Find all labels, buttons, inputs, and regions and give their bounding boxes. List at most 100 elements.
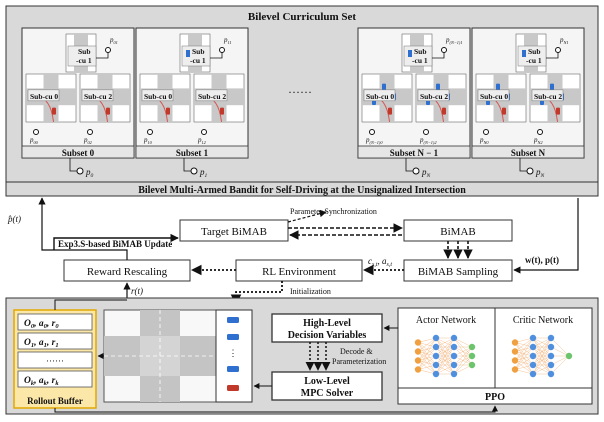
ppo-label: PPO bbox=[485, 392, 505, 403]
actor-node-3-1 bbox=[468, 352, 476, 360]
subset-2-left-car-1 bbox=[382, 83, 386, 91]
subset-3-top-wire bbox=[546, 52, 559, 59]
subset-2-label-bar bbox=[357, 145, 471, 159]
critic-edge-2-4-0 bbox=[550, 355, 570, 375]
svg-text:⋮: ⋮ bbox=[229, 348, 238, 358]
critic-node-2-2 bbox=[547, 352, 555, 360]
buffer-row-2 bbox=[17, 351, 93, 369]
critic-node-2-0 bbox=[547, 334, 555, 342]
param-sync-arrow bbox=[287, 210, 327, 223]
subset-2-top: Sub-cu 1p(N−1)1 bbox=[401, 33, 463, 73]
critic-edge-1-3-0 bbox=[532, 337, 552, 366]
subset-2-right-car-1 bbox=[436, 83, 440, 91]
intersection-sim: ⋮ bbox=[103, 309, 253, 403]
actor-edge-2-4-1 bbox=[453, 355, 473, 375]
subset-1-top-p: p11 bbox=[223, 36, 232, 45]
critic-edge-0-2-0 bbox=[514, 337, 534, 361]
subset-3-right-car-1 bbox=[550, 83, 554, 91]
subset-2-top-p: p(N−1)1 bbox=[445, 36, 463, 45]
critic-node-2-3 bbox=[547, 361, 555, 369]
decode-line2: Parameterization bbox=[332, 357, 386, 366]
exp3-label: Exp3.S-based BiMAB Update bbox=[58, 239, 172, 249]
buffer-to-rt-line bbox=[54, 299, 127, 310]
actor-node-1-3 bbox=[432, 361, 440, 369]
buffer-title: Rollout Buffer bbox=[27, 396, 83, 406]
subset-1-right-car-0 bbox=[220, 107, 224, 115]
subset-1-label: Subset 1 bbox=[176, 148, 209, 158]
init-label: Initialization bbox=[290, 287, 331, 296]
subset-1-right-label: Sub-cu 2 bbox=[198, 92, 226, 101]
subset-1-top-car bbox=[186, 50, 190, 57]
subset-2-p-wire bbox=[405, 158, 413, 172]
critic-edge-0-3-1 bbox=[514, 346, 534, 370]
actor-edge-1-4-3 bbox=[435, 364, 455, 375]
critic-edge-1-4-2 bbox=[532, 355, 552, 375]
subset-3-left-label: Sub-cu 0 bbox=[480, 92, 508, 101]
actor-edge-2-4-0 bbox=[453, 346, 473, 375]
actor-edge-2-4-2 bbox=[453, 364, 473, 375]
critic-edge-1-2-0 bbox=[532, 337, 552, 357]
actor-node-2-3 bbox=[450, 361, 458, 369]
subset-3-top-p: pN1 bbox=[559, 36, 569, 45]
subset-2-left-tag bbox=[363, 89, 396, 102]
reward-rescaling-label: Reward Rescaling bbox=[87, 266, 168, 278]
bimab-label: BiMAB bbox=[440, 226, 475, 238]
subset-0-p-wire bbox=[69, 158, 77, 172]
subset-0-left-knob bbox=[33, 129, 39, 135]
actor-edge-1-2-0 bbox=[435, 337, 455, 357]
subset-1-left-p: p10 bbox=[143, 136, 153, 145]
subset-0-right-label: Sub-cu 2 bbox=[84, 92, 112, 101]
subset-1-top-knob bbox=[219, 47, 225, 53]
subset-3-right-knob bbox=[537, 129, 543, 135]
phat-label: p̂(t) bbox=[7, 214, 21, 224]
actor-node-0-2 bbox=[414, 357, 422, 364]
low-level-line2: MPC Solver bbox=[301, 388, 354, 399]
critic-edge-2-0-0 bbox=[550, 337, 570, 357]
subset-3-top-label-2: -cu 1 bbox=[526, 56, 542, 65]
critic-node-1-1 bbox=[529, 343, 537, 351]
subset-0-top-label-1: Sub bbox=[78, 47, 91, 56]
target-bimab-label: Target BiMAB bbox=[201, 226, 267, 238]
actor-node-1-4 bbox=[432, 370, 440, 378]
actor-node-2-4 bbox=[450, 370, 458, 378]
subset-3-left-car-1 bbox=[496, 83, 500, 91]
buffer-row-3 bbox=[17, 370, 93, 388]
critic-node-1-0 bbox=[529, 334, 537, 342]
actor-node-1-1 bbox=[432, 343, 440, 351]
buffer-row-1-text: O1, a1, r1 bbox=[24, 338, 59, 349]
subset-1-label-bar bbox=[135, 145, 249, 159]
high-level-line2: Decision Variables bbox=[288, 330, 367, 341]
subset-2-top-label-2: -cu 1 bbox=[412, 56, 428, 65]
subset-2-left-car-0 bbox=[388, 107, 392, 115]
subset-3-top-label-1: Sub bbox=[528, 47, 541, 56]
actor-edge-0-3-2 bbox=[417, 355, 437, 370]
subset-1-top-label-1: Sub bbox=[192, 47, 205, 56]
subset-3-label: Subset N bbox=[511, 148, 546, 158]
actor-node-3-0 bbox=[468, 343, 476, 351]
critic-node-0-1 bbox=[511, 348, 519, 355]
subset-2-top-knob bbox=[441, 47, 447, 53]
subset-1-top-wire bbox=[210, 52, 223, 59]
actor-edge-0-2-0 bbox=[417, 337, 437, 361]
subset-3-left-p: pN0 bbox=[479, 136, 489, 145]
subset-3-top-knob bbox=[555, 47, 561, 53]
critic-node-3-0 bbox=[565, 352, 573, 360]
critic-edge-0-3-2 bbox=[514, 355, 534, 370]
actor-node-1-2 bbox=[432, 352, 440, 360]
critic-node-0-0 bbox=[511, 339, 519, 346]
subset-3-right-label: Sub-cu 2 bbox=[534, 92, 562, 101]
critic-node-2-1 bbox=[547, 343, 555, 351]
subset-3-p: pN bbox=[535, 167, 545, 179]
critic-edge-2-3-0 bbox=[550, 355, 570, 366]
actor-edge-1-1-0 bbox=[435, 337, 455, 348]
subset-1-right-p: p12 bbox=[197, 136, 207, 145]
rescale-to-phat-line bbox=[38, 197, 128, 260]
actor-node-2-2 bbox=[450, 352, 458, 360]
subset-0-top-wire bbox=[96, 52, 109, 59]
subset-0-right-p: p02 bbox=[83, 136, 93, 145]
subset-0-top-label-2: -cu 1 bbox=[76, 56, 92, 65]
decode-line1: Decode & bbox=[340, 347, 373, 356]
